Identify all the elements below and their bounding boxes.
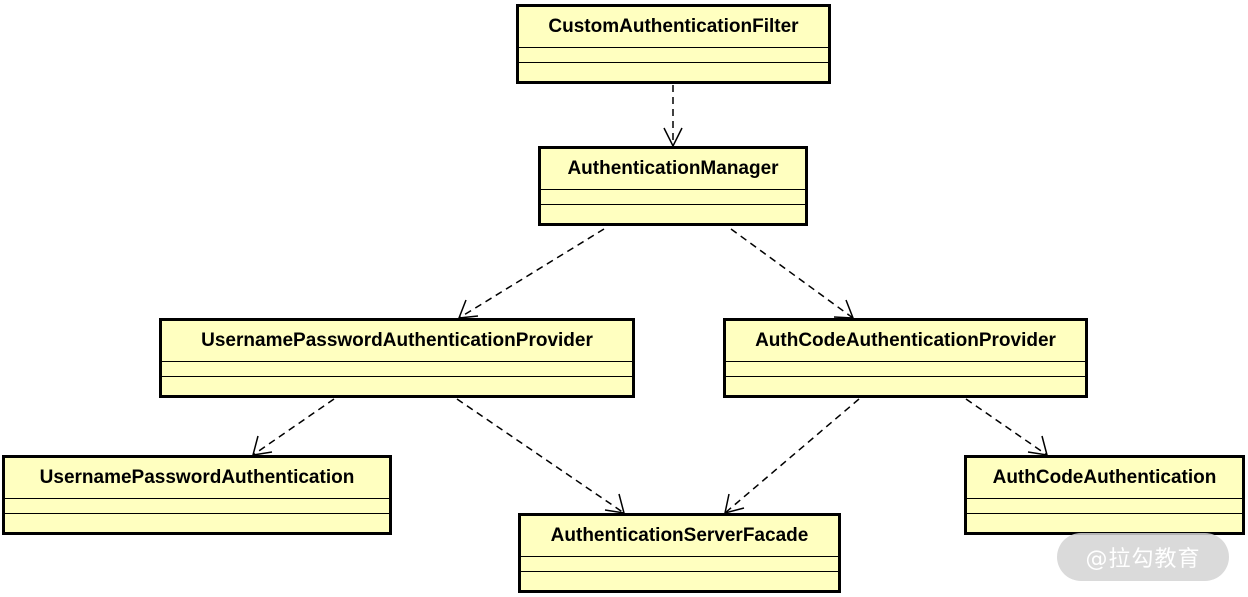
class-operations-compartment [726, 377, 1085, 391]
class-name: UsernamePasswordAuthenticationProvider [162, 321, 632, 362]
class-attributes-compartment [519, 48, 828, 63]
class-operations-compartment [5, 514, 389, 528]
class-name: CustomAuthenticationFilter [519, 7, 828, 48]
class-operations-compartment [521, 572, 838, 586]
class-operations-compartment [519, 63, 828, 77]
dependency-username-provider-to-username-auth [251, 398, 335, 456]
class-operations-compartment [541, 205, 805, 219]
dependency-authcode-provider-to-server-facade [724, 398, 860, 515]
class-name: UsernamePasswordAuthentication [5, 458, 389, 499]
class-attributes-compartment [541, 190, 805, 205]
class-attributes-compartment [726, 362, 1085, 377]
dependency-manager-to-username-provider [457, 228, 605, 319]
class-operations-compartment [162, 377, 632, 391]
class-name: AuthenticationManager [541, 149, 805, 190]
class-username-password-authentication-provider[interactable]: UsernamePasswordAuthenticationProvider [159, 318, 635, 398]
class-attributes-compartment [5, 499, 389, 514]
dependency-username-provider-to-server-facade [456, 398, 626, 514]
class-authentication-manager[interactable]: AuthenticationManager [538, 146, 808, 226]
class-custom-authentication-filter[interactable]: CustomAuthenticationFilter [516, 4, 831, 84]
dependency-custom-filter-to-manager [663, 85, 683, 148]
class-username-password-authentication[interactable]: UsernamePasswordAuthentication [2, 455, 392, 535]
class-attributes-compartment [162, 362, 632, 377]
class-name: AuthenticationServerFacade [521, 516, 838, 557]
class-auth-code-authentication-provider[interactable]: AuthCodeAuthenticationProvider [723, 318, 1088, 398]
class-name: AuthCodeAuthentication [967, 458, 1242, 499]
class-authentication-server-facade[interactable]: AuthenticationServerFacade [518, 513, 841, 593]
class-attributes-compartment [967, 499, 1242, 514]
class-operations-compartment [967, 514, 1242, 528]
dependency-manager-to-authcode-provider [730, 228, 855, 319]
class-auth-code-authentication[interactable]: AuthCodeAuthentication [964, 455, 1245, 535]
class-attributes-compartment [521, 557, 838, 572]
dependency-authcode-provider-to-authcode-auth [965, 398, 1049, 456]
class-name: AuthCodeAuthenticationProvider [726, 321, 1085, 362]
watermark-badge: @拉勾教育 [1057, 533, 1229, 581]
